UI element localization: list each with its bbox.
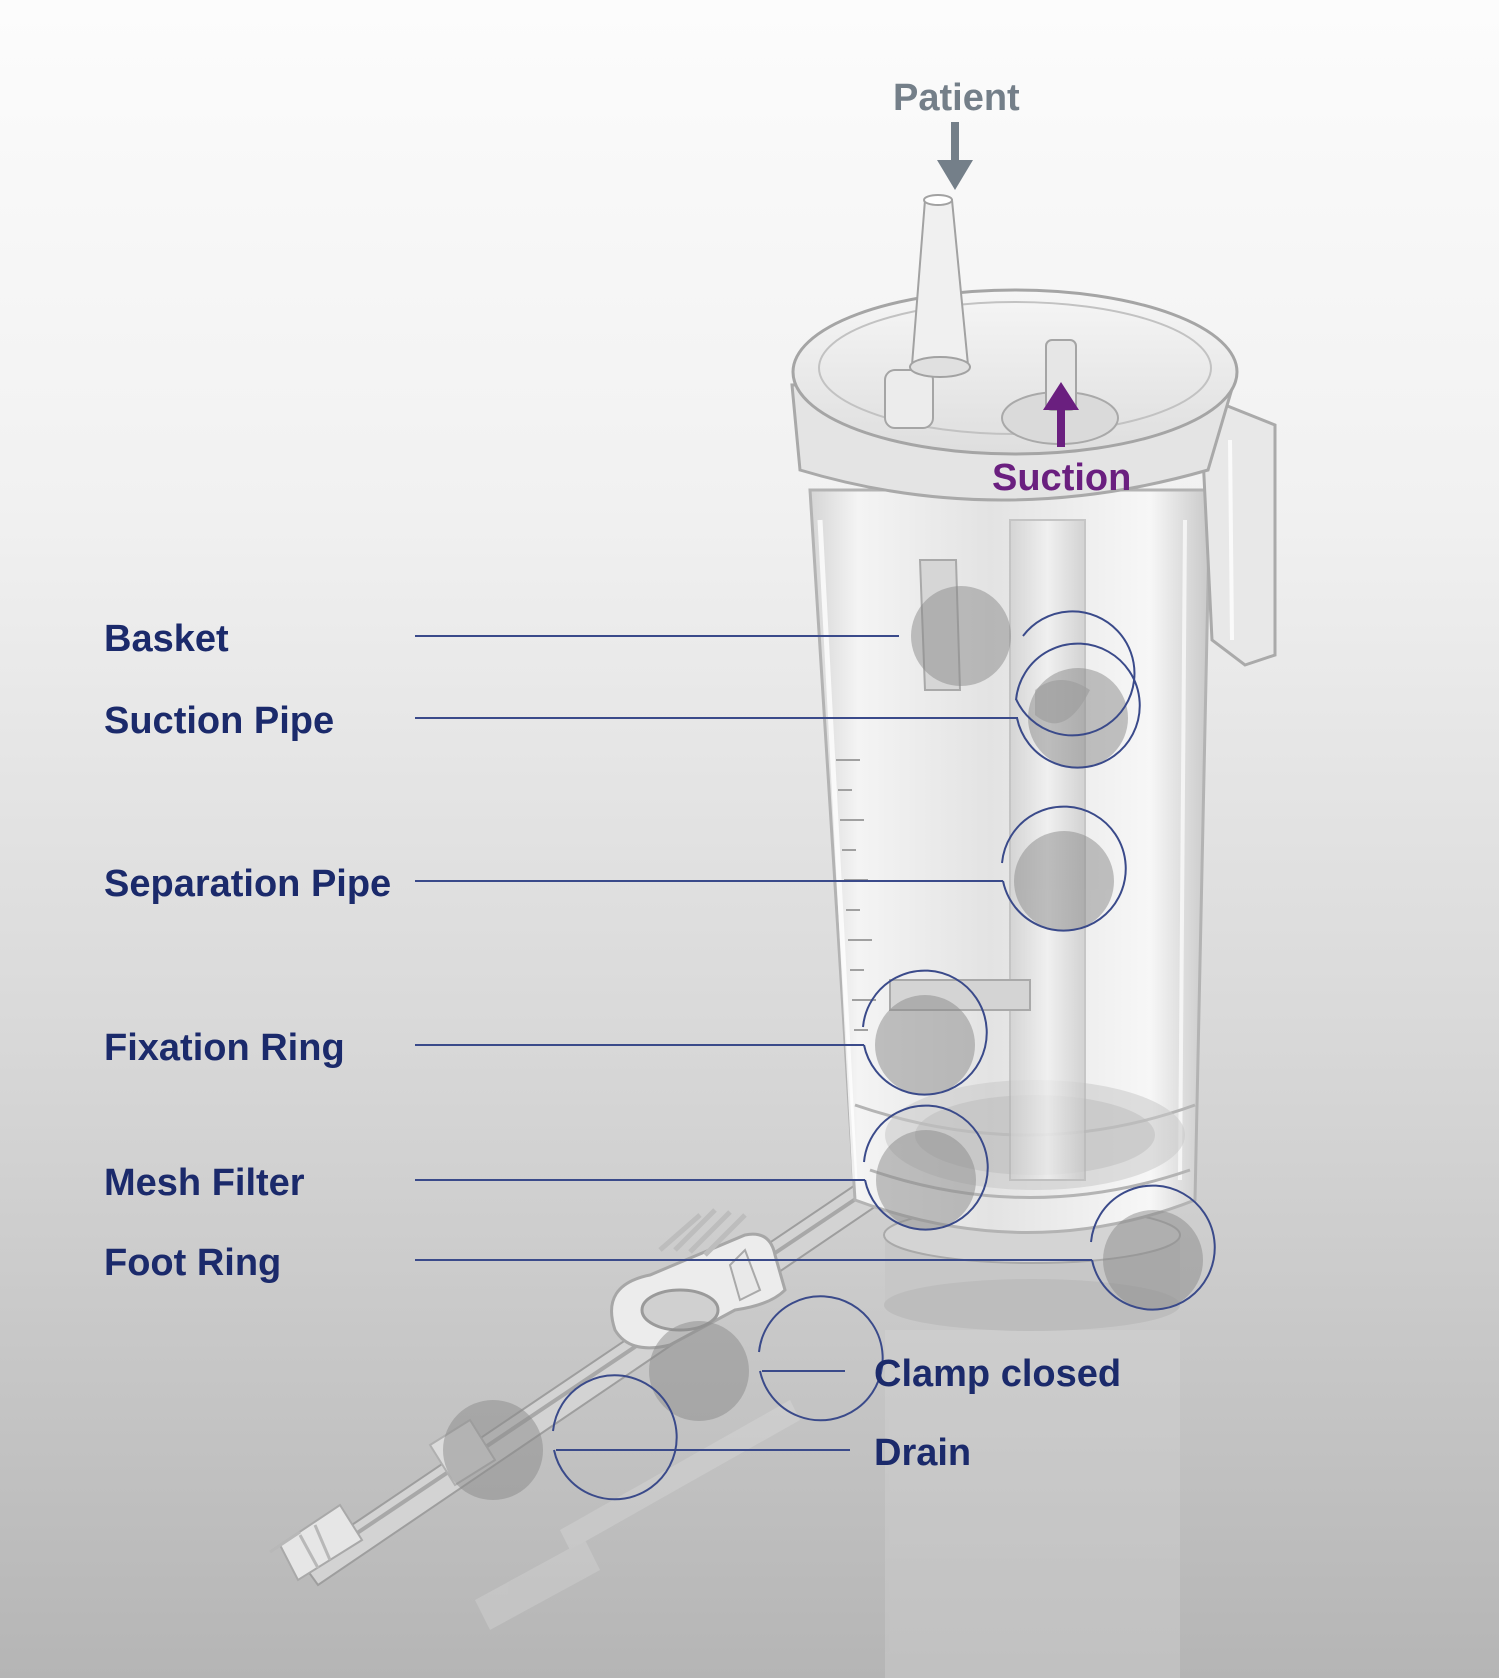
label-suction: Suction — [992, 457, 1132, 499]
label-basket: Basket — [104, 618, 229, 660]
callout-ring-suction-pipe — [1015, 642, 1141, 769]
label-clamp-closed: Clamp closed — [874, 1353, 1122, 1395]
callout-ring-mesh-filter — [863, 1104, 989, 1231]
callout-fill-suction-pipe — [1028, 668, 1128, 768]
callout-ring-clamp-closed — [758, 1295, 884, 1422]
callout-fill-separation-pipe — [1014, 831, 1114, 931]
callout-ring-fixation-ring — [862, 969, 988, 1096]
callout-ring-drain — [552, 1374, 678, 1501]
callout-fill-clamp-closed — [649, 1321, 749, 1421]
callout-fill-drain — [443, 1400, 543, 1500]
patient-inflow-arrow — [937, 122, 973, 190]
container-lid — [790, 194, 1239, 502]
callout-ring-foot-ring — [1090, 1184, 1216, 1311]
callout-ring-separation-pipe — [1001, 805, 1127, 932]
reflection — [475, 1330, 1180, 1678]
suction-outflow-arrow — [1043, 382, 1079, 447]
label-fixation-ring: Fixation Ring — [104, 1027, 345, 1069]
callout-fill-fixation-ring — [875, 995, 975, 1095]
callout-fill-foot-ring — [1103, 1210, 1203, 1310]
callout-fill-basket — [911, 586, 1011, 686]
label-separation-pipe: Separation Pipe — [104, 863, 392, 905]
label-mesh-filter: Mesh Filter — [104, 1162, 305, 1204]
label-foot-ring: Foot Ring — [104, 1242, 282, 1284]
label-drain: Drain — [874, 1432, 972, 1474]
label-suction-pipe: Suction Pipe — [104, 700, 335, 742]
container-handle — [1198, 392, 1277, 667]
callout-fill-mesh-filter — [876, 1130, 976, 1230]
label-patient: Patient — [893, 77, 1020, 119]
